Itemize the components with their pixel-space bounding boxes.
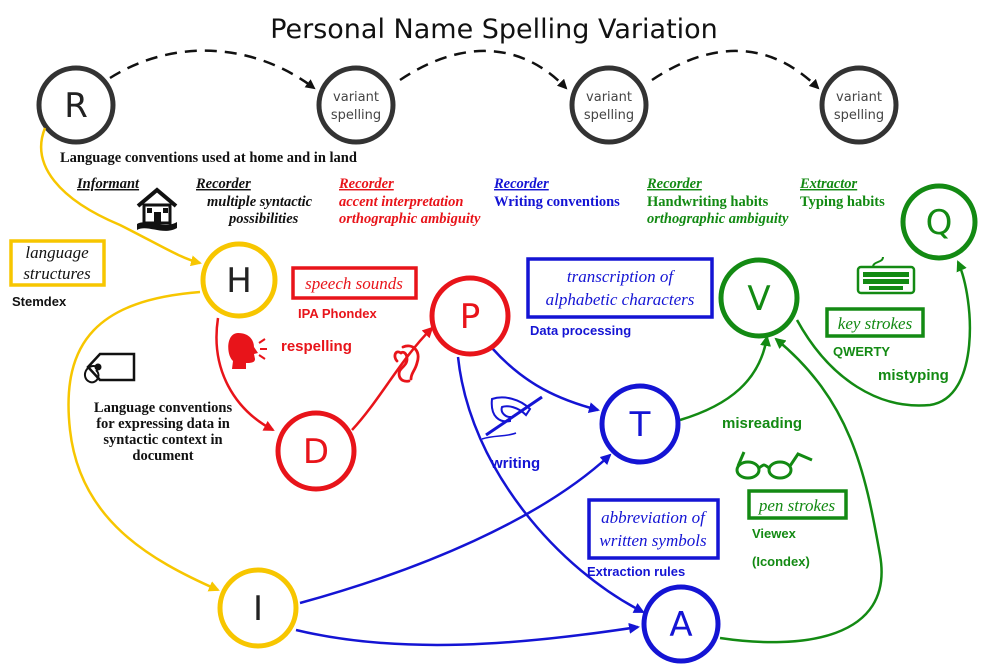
misreading-label: misreading xyxy=(722,415,802,432)
arrow-a-to-v xyxy=(719,337,883,644)
extractor-line-1: Typing habits xyxy=(800,194,885,210)
keyboard-icon xyxy=(856,256,916,295)
variant-1-line-2: spelling xyxy=(331,108,381,123)
variant-1-line-1: variant xyxy=(333,90,379,105)
variant-2-line-2: spelling xyxy=(584,108,634,123)
recorder-1-line-1: multiple syntactic xyxy=(207,194,313,210)
stemdex-label: Stemdex xyxy=(12,294,67,309)
qwerty-label: QWERTY xyxy=(833,344,890,359)
arrow-d-to-p xyxy=(351,326,434,431)
node-r-label: R xyxy=(64,86,88,126)
node-a-label: A xyxy=(669,605,692,645)
node-d-label: D xyxy=(303,432,329,472)
ear-icon xyxy=(393,344,420,383)
respelling-label: respelling xyxy=(281,338,352,355)
abbreviation-box xyxy=(587,498,720,560)
arrow-h-to-i xyxy=(67,290,220,592)
recorder-4-line-1: Handwriting habits xyxy=(647,194,769,210)
recorder-4-line-2: orthographic ambiguity xyxy=(647,211,789,227)
node-v-label: V xyxy=(747,279,770,319)
node-variant-1 xyxy=(316,65,396,145)
node-t-label: T xyxy=(629,405,651,445)
arrow-i-to-a xyxy=(295,622,640,647)
recorder-3-line-1: Writing conventions xyxy=(494,194,620,210)
node-a xyxy=(641,584,721,664)
writing-label: writing xyxy=(490,455,540,472)
pen-strokes-box xyxy=(747,489,848,520)
pen-strokes-label: pen strokes xyxy=(758,496,836,515)
variant-3-line-1: variant xyxy=(836,90,882,105)
dashed-arrow-variant1-to-variant2 xyxy=(399,49,568,90)
speech-sounds-label: speech sounds xyxy=(305,274,403,293)
dashed-arrow-variant2-to-variant3 xyxy=(651,49,820,90)
key-strokes-box xyxy=(825,307,925,338)
arrow-p-to-a xyxy=(456,356,645,614)
arrow-r-to-h xyxy=(39,127,202,267)
abbreviation-line-2: written symbols xyxy=(599,531,707,550)
node-h xyxy=(200,241,278,319)
data-processing-label: Data processing xyxy=(530,323,631,338)
language-structures-box xyxy=(9,239,106,287)
node-d xyxy=(275,410,357,492)
dashed-arrow-r-to-variant1 xyxy=(109,49,316,90)
node-p-label: P xyxy=(460,297,481,337)
arrow-i-to-t xyxy=(299,453,612,605)
transcription-box xyxy=(526,257,714,319)
node-i xyxy=(217,567,299,649)
node-q-label: Q xyxy=(926,203,953,243)
language-structures-line-2: structures xyxy=(23,264,91,283)
node-h-label: H xyxy=(226,261,252,301)
node-v xyxy=(718,257,800,339)
glasses-icon xyxy=(735,451,813,480)
house-icon xyxy=(136,187,178,231)
arrow-t-to-v xyxy=(679,335,771,422)
node-i-label: I xyxy=(253,589,263,629)
tag-icon xyxy=(83,352,136,384)
role-recorder-1: Recorder xyxy=(195,176,251,192)
role-recorder-3: Recorder xyxy=(493,176,549,192)
extraction-rules-label: Extraction rules xyxy=(587,564,685,579)
arrow-p-to-t xyxy=(491,347,600,414)
key-strokes-label: key strokes xyxy=(838,314,913,333)
ipa-phondex-label: IPA Phondex xyxy=(298,306,378,321)
arrow-v-to-q xyxy=(795,260,972,407)
recorder-1-line-2: possibilities xyxy=(227,211,299,227)
role-informant: Informant xyxy=(76,176,140,192)
lang-expr-line-3: syntactic context in xyxy=(103,432,222,448)
writing-hand-icon xyxy=(481,395,543,440)
node-variant-2 xyxy=(569,65,649,145)
node-t xyxy=(599,383,681,465)
viewex-label: Viewex xyxy=(752,526,797,541)
variant-2-line-1: variant xyxy=(586,90,632,105)
speaking-head-icon xyxy=(228,333,267,369)
speech-sounds-box xyxy=(291,266,418,300)
transcription-line-2: alphabetic characters xyxy=(546,290,695,309)
lang-expr-line-1: Language conventions xyxy=(94,400,233,416)
node-variant-3 xyxy=(819,65,899,145)
language-conventions-home-text: Language conventions used at home and in… xyxy=(60,150,357,166)
transcription-line-1: transcription of xyxy=(567,267,676,286)
abbreviation-line-1: abbreviation of xyxy=(601,508,707,527)
mistyping-label: mistyping xyxy=(878,367,949,384)
recorder-2-line-2: orthographic ambiguity xyxy=(339,211,481,227)
lang-expr-line-2: for expressing data in xyxy=(96,416,230,432)
role-extractor: Extractor xyxy=(799,176,858,192)
node-r xyxy=(36,65,116,145)
node-p xyxy=(429,275,511,357)
role-recorder-2: Recorder xyxy=(338,176,394,192)
role-recorder-4: Recorder xyxy=(646,176,702,192)
recorder-2-line-1: accent interpretation xyxy=(339,194,463,210)
diagram-title: Personal Name Spelling Variation xyxy=(270,14,718,45)
icondex-label: (Icondex) xyxy=(752,554,810,569)
variant-3-line-2: spelling xyxy=(834,108,884,123)
language-structures-line-1: language xyxy=(25,243,89,262)
arrow-h-to-d xyxy=(215,317,275,432)
node-q xyxy=(900,183,978,261)
lang-expr-line-4: document xyxy=(132,448,193,464)
